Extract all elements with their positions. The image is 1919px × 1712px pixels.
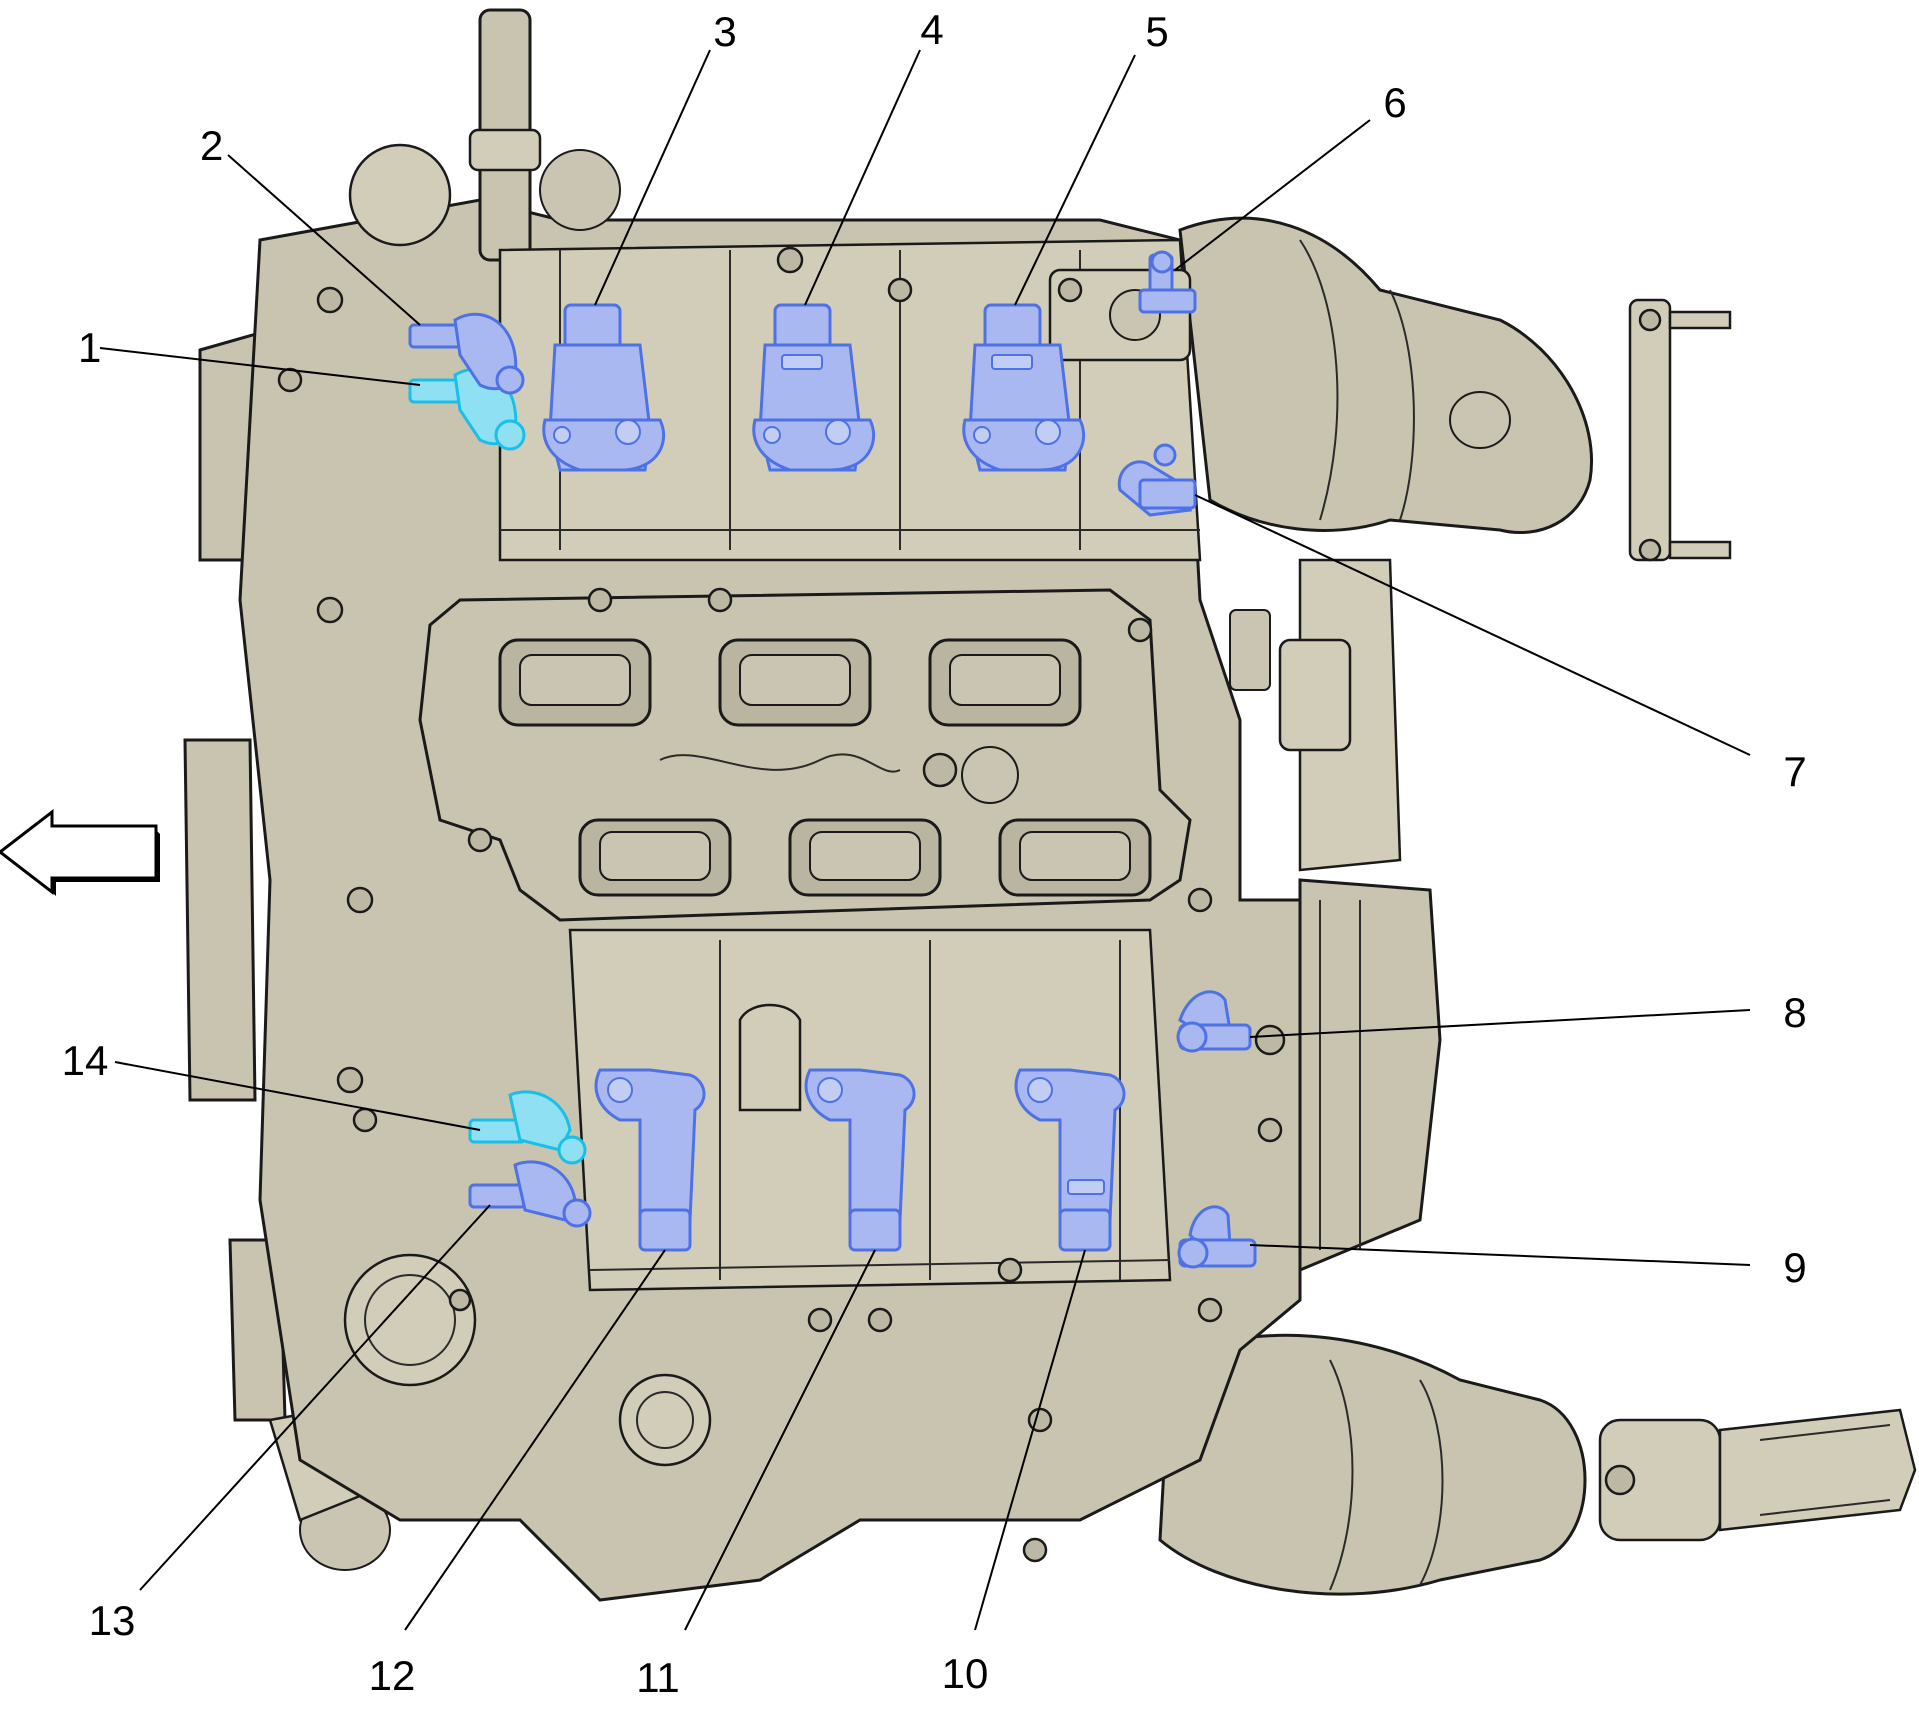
sensor-9	[1177, 1205, 1257, 1269]
callout-1: 1	[78, 324, 101, 371]
callout-3: 3	[713, 8, 736, 55]
callout-9: 9	[1783, 1244, 1806, 1291]
sensor-6	[1138, 250, 1197, 314]
exhaust-flange	[1628, 298, 1732, 562]
upper-exhaust-pipe	[1178, 216, 1593, 535]
callout-10: 10	[942, 1650, 989, 1697]
callout-7: 7	[1783, 748, 1806, 795]
sensor-7	[1117, 443, 1197, 517]
intake-manifold-plate	[418, 588, 1192, 922]
sensor-14	[468, 1090, 587, 1165]
callout-13: 13	[89, 1597, 136, 1644]
callout-11: 11	[636, 1654, 680, 1701]
right-housing	[1229, 558, 1442, 1273]
sensor-13	[468, 1160, 592, 1228]
lower-catalytic-converter	[1158, 1333, 1917, 1596]
sensor-2	[408, 312, 525, 395]
callout-12: 12	[369, 1652, 416, 1699]
leader-lines	[99, 49, 1751, 1631]
callout-14: 14	[62, 1037, 109, 1084]
ignition-coil-10	[1014, 1068, 1126, 1252]
ignition-coil-5	[962, 303, 1086, 472]
callout-6: 6	[1383, 79, 1406, 126]
left-arrow-icon	[0, 808, 160, 896]
ignition-coil-11	[804, 1068, 916, 1252]
oil-filter	[343, 1253, 712, 1467]
sensor-1	[408, 367, 526, 451]
callout-2: 2	[200, 122, 223, 169]
ignition-coil-12	[594, 1068, 706, 1252]
callout-8: 8	[1783, 989, 1806, 1036]
bolts	[277, 246, 1286, 1563]
callout-4: 4	[920, 6, 943, 53]
callout-labels: 1 2 3 4 5 6 7 8 9 10 11 12 13 14	[62, 6, 1807, 1701]
callout-5: 5	[1145, 8, 1168, 55]
ignition-coil-3	[542, 303, 666, 472]
ignition-coil-4	[752, 303, 876, 472]
